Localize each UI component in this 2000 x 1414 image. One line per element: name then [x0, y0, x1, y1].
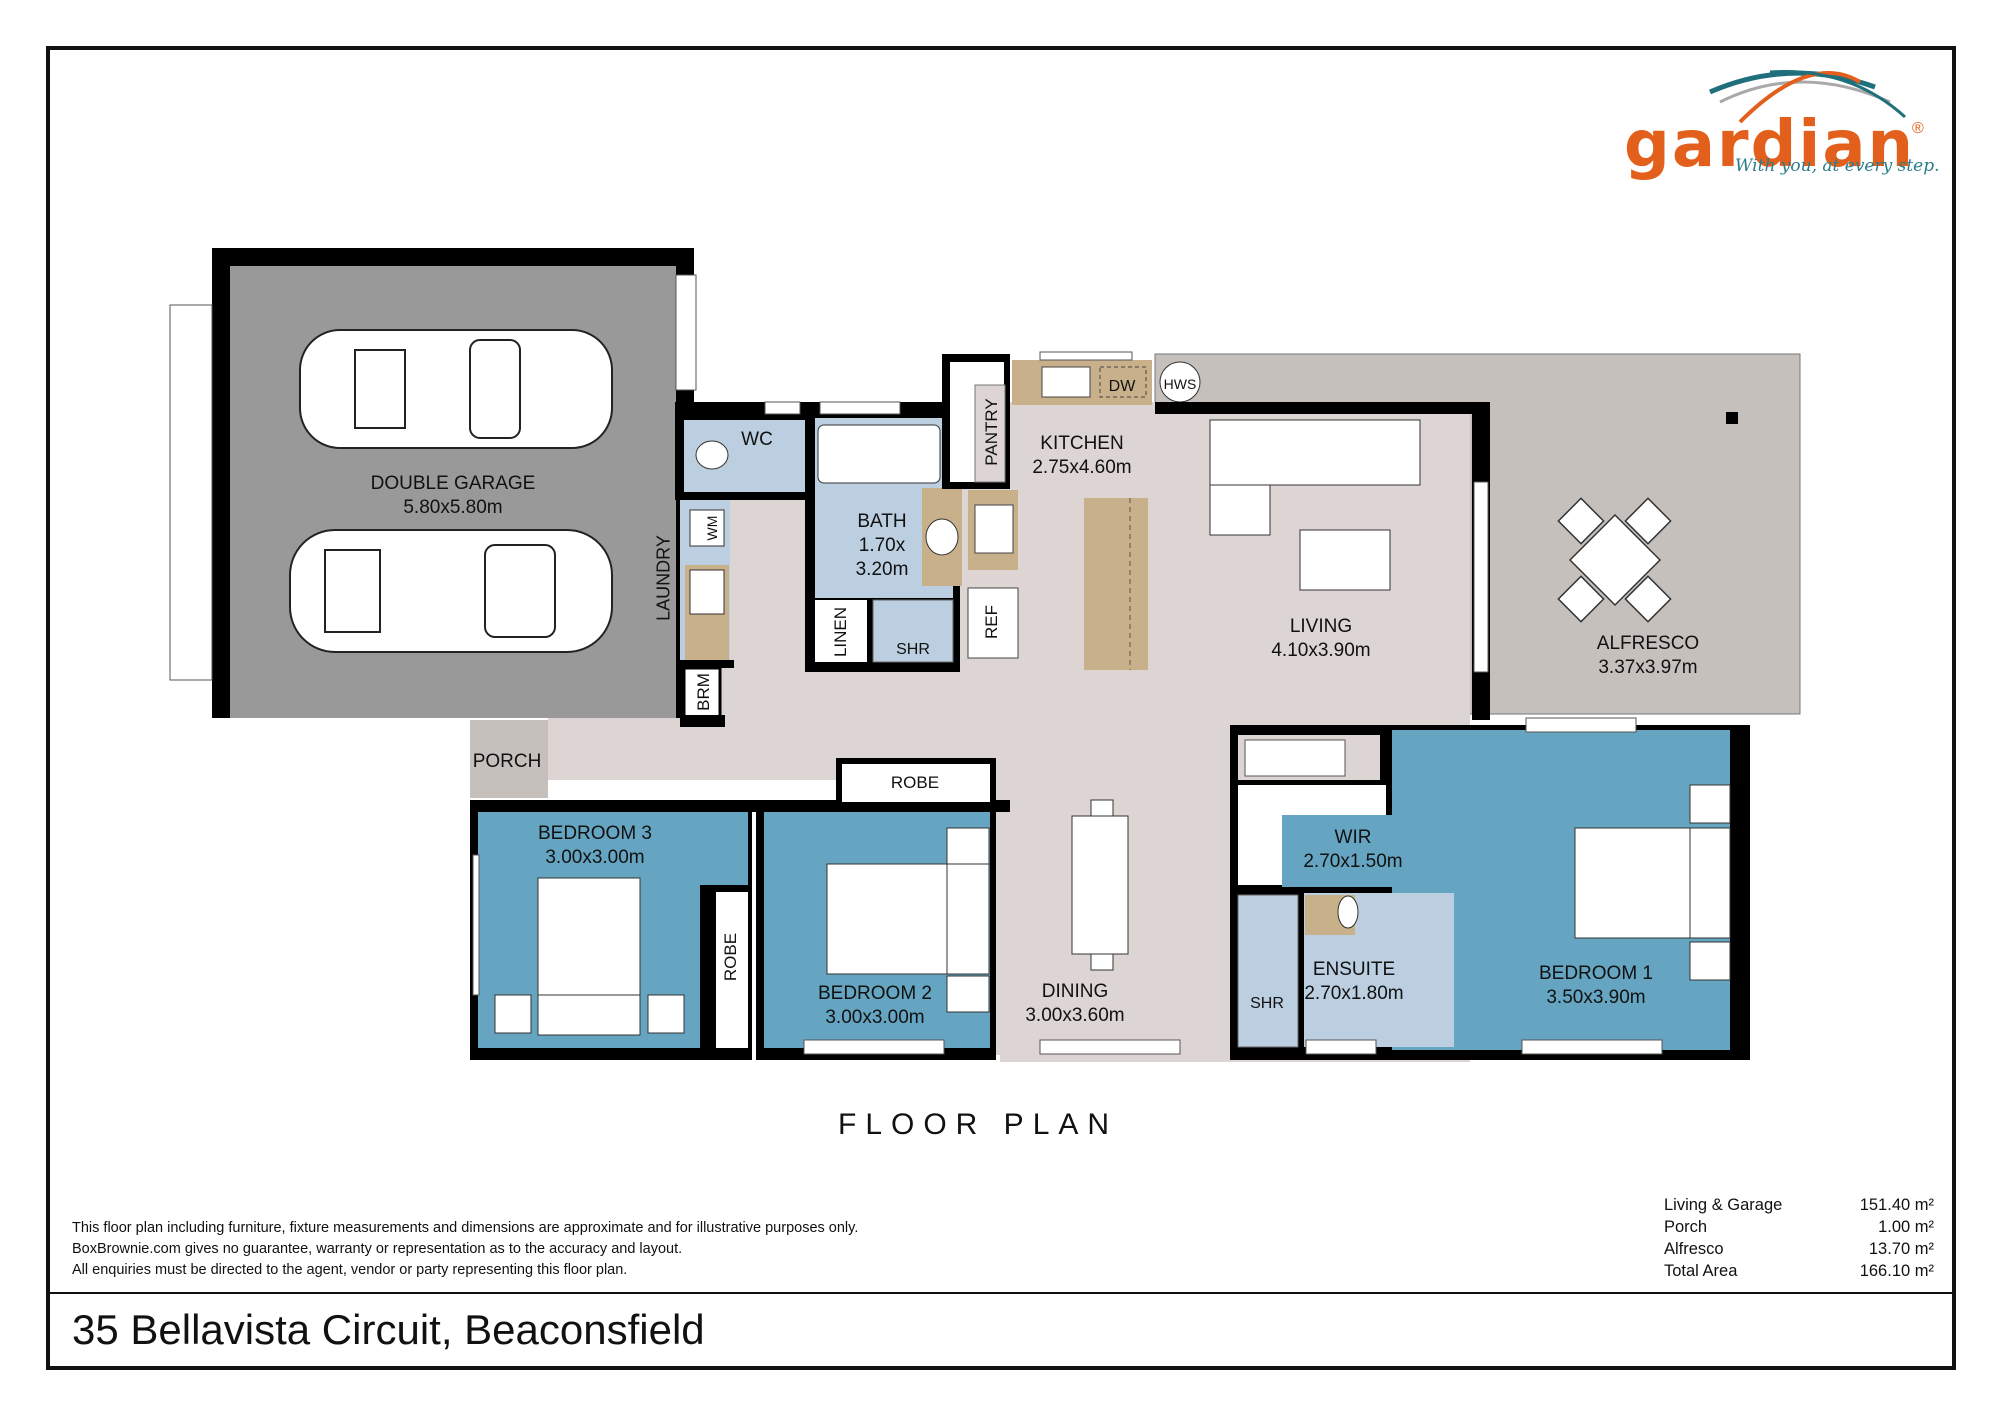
- logo-arc-icon: [1708, 70, 1907, 124]
- car-icon: [289, 329, 613, 653]
- floor-plan-title: FLOOR PLAN: [838, 1108, 1119, 1141]
- disclaimer: This floor plan including furniture, fix…: [72, 1218, 858, 1281]
- room-label-robe3: ROBE: [721, 932, 740, 982]
- registered-mark: ®: [1912, 120, 1924, 137]
- disclaimer-line: This floor plan including furniture, fix…: [72, 1220, 859, 1236]
- outdoor-table-icon: [1557, 497, 1672, 623]
- page-frame: [46, 46, 1956, 1370]
- room-label-wc: WC: [741, 429, 773, 450]
- brand-tagline: With you, at every step.: [1735, 156, 1940, 176]
- fridge-label: REF: [982, 605, 1001, 639]
- brand-name: gardian: [1624, 108, 1916, 182]
- room-label-pantry: PANTRY: [982, 398, 1001, 466]
- dishwasher-label: DW: [1108, 378, 1136, 395]
- room-label-linen: LINEN: [831, 606, 850, 658]
- washing-machine-label: WM: [704, 515, 720, 541]
- room-label-laundry: LAUNDRY: [653, 535, 674, 621]
- disclaimer-line: BoxBrownie.com gives no guarantee, warra…: [72, 1241, 683, 1257]
- address-bar: [46, 1292, 1956, 1370]
- room-label-broom: BRM: [694, 673, 713, 711]
- property-address: 35 Bellavista Circuit, Beaconsfield: [72, 1306, 705, 1353]
- ensuite-shower-label: SHR: [1250, 995, 1284, 1012]
- room-label-robe2: ROBE: [890, 773, 940, 792]
- room-label-porch: PORCH: [472, 751, 542, 772]
- disclaimer-line: All enquiries must be directed to the ag…: [72, 1262, 628, 1278]
- bath-shower-label: SHR: [896, 641, 930, 658]
- hot-water-system-label: HWS: [1163, 376, 1197, 392]
